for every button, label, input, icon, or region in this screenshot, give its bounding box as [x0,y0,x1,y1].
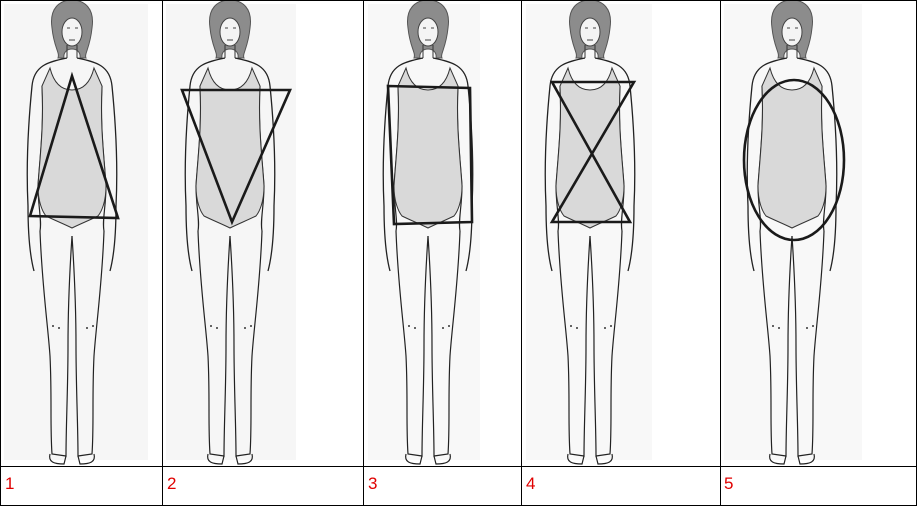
figure-5-label: 5 [724,474,733,494]
figure-1-label: 1 [5,474,14,494]
figure-2-background [166,4,296,460]
figure-2-label: 2 [167,474,176,494]
figure-4-label: 4 [526,474,535,494]
figure-3-label: 3 [368,474,377,494]
figure-5-background [724,4,862,460]
figure-1-background [4,4,148,460]
